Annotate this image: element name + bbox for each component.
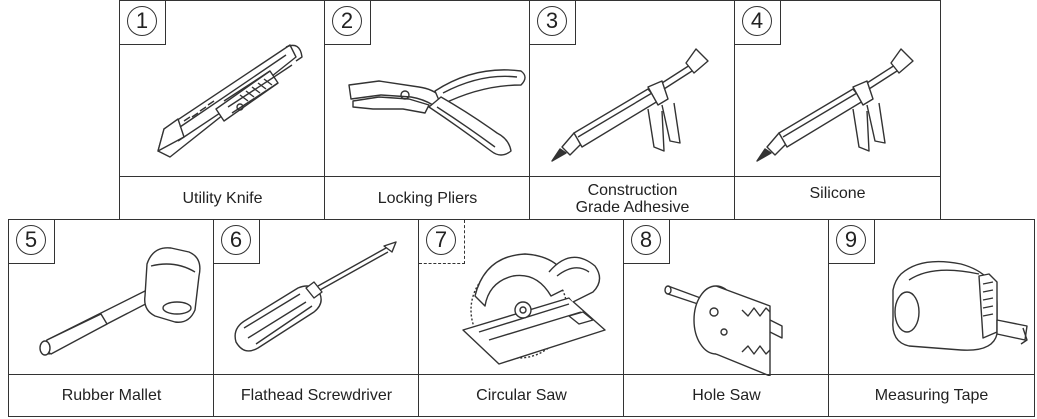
tool-card-2: 2 Locking Pliers: [324, 0, 531, 221]
tool-card-1: 1 Utility Knife: [119, 0, 326, 221]
tool-label-line: Construction: [587, 181, 678, 199]
tool-label-line: Circular Saw: [476, 387, 567, 404]
number-badge: 1: [120, 1, 166, 45]
number-badge: 8: [624, 220, 670, 264]
tool-card-9: 9 Measuring Tape: [828, 219, 1035, 417]
screwdriver-icon: [214, 220, 419, 376]
tool-card-3: 3 Construction Grade Adhesive: [529, 0, 736, 221]
tool-card-4: 4 Silicone: [734, 0, 941, 221]
number-badge: 6: [214, 220, 260, 264]
number-badge: 9: [829, 220, 875, 264]
hole-saw-icon: [624, 220, 829, 376]
number-badge: 2: [325, 1, 371, 45]
tool-label: Silicone: [735, 176, 940, 220]
tool-card-5: 5 Rubber Mallet: [8, 219, 215, 417]
number-badge: 7: [419, 220, 465, 264]
tool-label-line: Flathead Screwdriver: [240, 387, 393, 404]
caulk-gun-icon: [530, 1, 735, 177]
measuring-tape-icon: [829, 220, 1034, 376]
tool-card-6: 6 Flathead Screwdriver: [213, 219, 420, 417]
rubber-mallet-icon: [9, 220, 214, 376]
tool-card-7: 7 Circular Saw: [418, 219, 625, 417]
tool-label-line: Grade Adhesive: [575, 198, 690, 216]
circular-saw-icon: [419, 220, 624, 376]
tool-label: Circular Saw: [419, 374, 624, 416]
tool-label: Flathead Screwdriver: [214, 374, 419, 416]
tool-label-line: Utility Knife: [182, 190, 263, 207]
tool-label: Hole Saw: [624, 374, 829, 416]
number-badge: 3: [530, 1, 576, 45]
tool-label-line: Measuring Tape: [874, 387, 989, 404]
tool-label-line: Locking Pliers: [377, 190, 478, 207]
tool-label: Construction Grade Adhesive: [530, 176, 735, 220]
tool-label: Utility Knife: [120, 176, 325, 220]
tool-label: Locking Pliers: [325, 176, 530, 220]
tool-label: Measuring Tape: [829, 374, 1034, 416]
tool-label-line: Rubber Mallet: [61, 387, 162, 404]
tool-label-line: Hole Saw: [692, 387, 761, 404]
utility-knife-icon: [120, 1, 325, 177]
caulk-gun-icon: [735, 1, 940, 177]
tool-label: Rubber Mallet: [9, 374, 214, 416]
tool-label-line: Silicone: [809, 185, 866, 202]
locking-pliers-icon: [325, 1, 530, 177]
number-badge: 5: [9, 220, 55, 264]
number-badge: 4: [735, 1, 781, 45]
tool-card-8: 8 Hole Saw: [623, 219, 830, 417]
